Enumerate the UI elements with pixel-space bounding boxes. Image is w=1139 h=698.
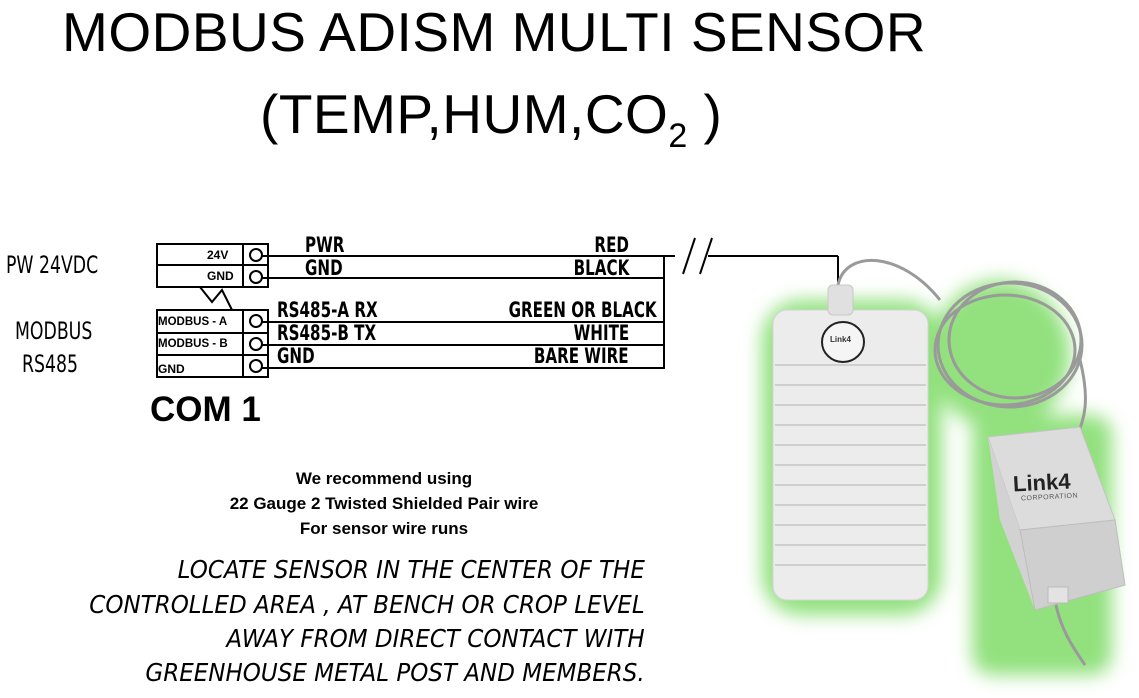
placement-note-line-1: LOCATE SENSOR IN THE CENTER OF THE bbox=[177, 555, 645, 584]
wire-color-green-or-black: GREEN OR BLACK bbox=[508, 298, 657, 322]
rs485-label: RS485 bbox=[22, 350, 78, 378]
title-line-1: MODBUS ADISM MULTI SENSOR bbox=[62, 1, 927, 63]
title-line-2: (TEMP,HUM,CO2 ) bbox=[260, 84, 722, 166]
placement-note-line-4: GREENHOUSE METAL POST AND MEMBERS. bbox=[145, 658, 645, 687]
terminal-label-modbus-a: MODBUS - A bbox=[158, 316, 228, 328]
wire-color-red: RED bbox=[594, 233, 629, 257]
placement-note-line-3: AWAY FROM DIRECT CONTACT WITH bbox=[226, 624, 645, 653]
sensor-device-image bbox=[762, 258, 1126, 675]
wire-signal-pwr: PWR bbox=[305, 233, 345, 257]
recommendation-line-1: We recommend using bbox=[295, 469, 473, 488]
recommendation-line-2: 22 Gauge 2 Twisted Shielded Pair wire bbox=[229, 494, 539, 513]
wire-color-bare: BARE WIRE bbox=[534, 344, 629, 368]
wire-color-black: BLACK bbox=[573, 256, 629, 280]
wire-signal-gnd: GND bbox=[305, 256, 343, 280]
terminal-label-modbus-b: MODBUS - B bbox=[158, 338, 228, 350]
terminal-label-24v: 24V bbox=[207, 248, 229, 262]
wire-signal-rs485-a: RS485-A RX bbox=[277, 298, 378, 322]
title-end: ) bbox=[687, 83, 723, 145]
wire-signal-rs485-b: RS485-B TX bbox=[277, 321, 377, 345]
recommendation-line-3: For sensor wire runs bbox=[299, 519, 469, 538]
sensor-logo: Link4 bbox=[830, 335, 851, 344]
wire-color-white: WHITE bbox=[573, 321, 629, 345]
placement-note-line-2: CONTROLLED AREA , AT BENCH OR CROP LEVEL bbox=[89, 590, 645, 619]
sensor-logo-ring bbox=[821, 321, 865, 363]
modbus-label: MODBUS bbox=[15, 317, 93, 345]
title-subscript: 2 bbox=[668, 117, 688, 155]
power-label: PW 24VDC bbox=[6, 251, 99, 279]
port-label: COM 1 bbox=[150, 390, 261, 429]
terminal-label-gnd-2: GND bbox=[158, 362, 185, 376]
title-text: (TEMP,HUM,CO bbox=[260, 83, 669, 145]
wire-signal-gnd-2: GND bbox=[277, 344, 315, 368]
terminal-label-gnd: GND bbox=[207, 269, 234, 283]
